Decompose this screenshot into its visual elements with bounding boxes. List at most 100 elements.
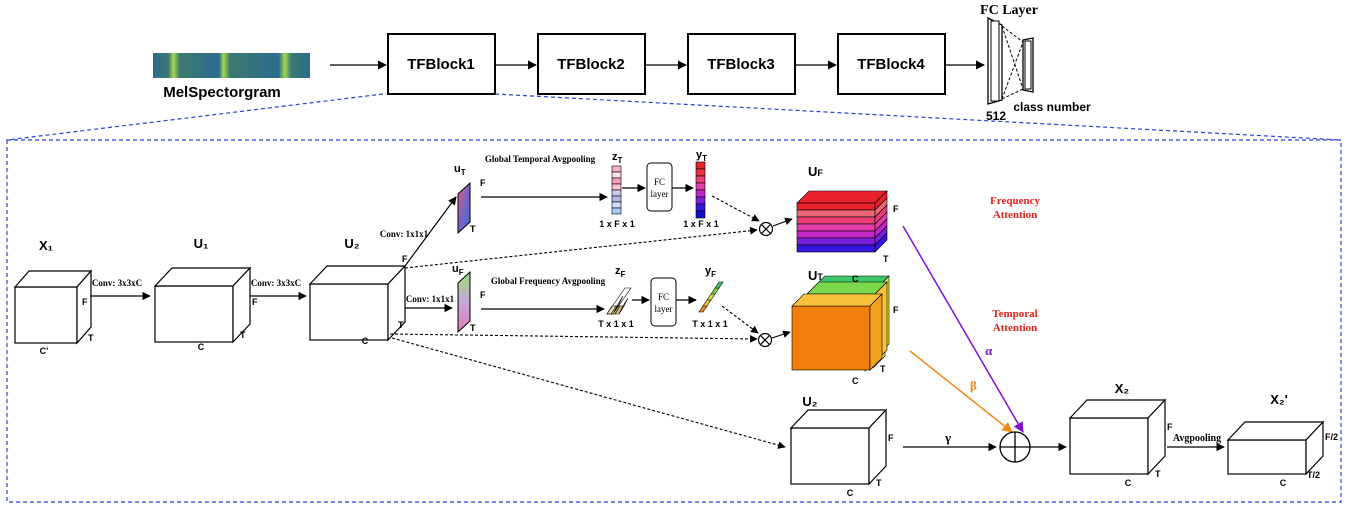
u2-copy-f-label: F	[888, 433, 894, 443]
mel-spectrogram-image	[153, 53, 310, 78]
ut-cube-label: UT	[808, 268, 823, 283]
tfblock-2-label: TFBlock2	[557, 56, 625, 73]
x2-label: X₂	[1115, 381, 1130, 396]
x1-label: X₁	[39, 238, 53, 253]
yf-vector	[698, 281, 724, 313]
ut-label: uT	[454, 163, 466, 177]
tfblock-4-label: TFBlock4	[857, 56, 925, 73]
avgpool-label: Avgpooling	[1173, 433, 1221, 444]
yt-dim-label: 1 x F x 1	[683, 219, 719, 229]
class-number-label: class number	[1013, 100, 1091, 114]
gamma-label: γ	[944, 430, 951, 445]
x2-t-label: T	[1155, 469, 1161, 479]
zf-dim-label: T x 1 x 1	[598, 319, 634, 329]
u2-c-label: C	[362, 336, 369, 346]
conv2-label: Conv: 3x3xC	[251, 278, 301, 288]
conv-ut-label: Conv: 1x1x1	[380, 229, 429, 239]
fc-size-label: 512	[986, 109, 1006, 123]
svg-text:layer: layer	[655, 304, 673, 314]
freq-attention-line2: Attention	[993, 209, 1038, 221]
uf-cube-f-label: F	[893, 204, 899, 214]
u2-cube	[308, 264, 407, 342]
zoom-line-left	[6, 93, 384, 141]
conv-uf-label: Conv: 1x1x1	[406, 294, 455, 304]
uf-f-label: F	[480, 290, 486, 300]
tfblock-1: TFBlock1	[387, 33, 496, 95]
u1-f-label: F	[252, 297, 258, 307]
zt-label: zT	[612, 151, 623, 165]
u2-copy-label: U₂	[802, 394, 817, 409]
temp-attention-line2: Attention	[993, 322, 1038, 334]
arrow-u2-to-temp-mult	[389, 333, 758, 343]
uf-slab	[457, 270, 471, 334]
mel-spectrogram-label: MelSpectorgram	[163, 84, 281, 101]
u1-cube	[153, 266, 252, 344]
arrow-u2-to-u2copy	[391, 337, 786, 449]
zf-label: zF	[615, 265, 626, 279]
gtap-label: Global Temporal Avgpooling	[485, 154, 596, 164]
tfblock-3: TFBlock3	[687, 33, 796, 95]
x2-cube	[1068, 398, 1167, 476]
zt-vector	[611, 165, 622, 215]
x2p-c-label: C	[1280, 478, 1287, 488]
freq-attention-line1: Frequency	[990, 195, 1040, 207]
ut-f-label: F	[480, 178, 486, 188]
tfblock-4: TFBlock4	[837, 33, 946, 95]
x2p-t-label: T/2	[1307, 470, 1320, 480]
ut-slab	[457, 181, 471, 235]
uf-t-label: T	[470, 323, 476, 333]
ut-cube	[791, 275, 890, 372]
zoom-line-right	[494, 93, 1342, 141]
svg-text:FC: FC	[658, 292, 669, 302]
arrow-mult-to-uf	[772, 217, 793, 227]
temp-multiply-op	[757, 332, 773, 348]
u1-label: U₁	[194, 236, 209, 251]
arrow-yt-to-mult	[711, 195, 760, 222]
ut-cube-c-label: C	[852, 376, 859, 386]
ut-t-label: T	[470, 224, 476, 234]
fc-layer: FC Layer 512 class number	[980, 3, 1091, 123]
uf-label: uF	[452, 263, 464, 277]
uf-cube-label: UF	[808, 164, 823, 179]
x2p-f-label: F/2	[1325, 432, 1338, 442]
freq-multiply-op	[758, 221, 774, 237]
zt-dim-label: 1 x F x 1	[599, 219, 635, 229]
tfblock-1-label: TFBlock1	[407, 56, 475, 73]
x1-c-label: C'	[40, 346, 49, 356]
x1-f-label: F	[82, 297, 88, 307]
fc-layer-freq: FC layer	[646, 162, 673, 212]
u1-c-label: C	[198, 342, 205, 352]
svg-text:layer: layer	[651, 189, 669, 199]
x1-cube	[13, 269, 93, 345]
uf-cube	[796, 190, 888, 253]
x2p-label: X₂'	[1270, 392, 1288, 407]
x2-f-label: F	[1167, 422, 1173, 432]
yf-label: yF	[705, 265, 716, 279]
x2-c-label: C	[1125, 478, 1132, 488]
gfap-label: Global Frequency Avgpooling	[491, 276, 606, 286]
alpha-label: α	[985, 343, 993, 358]
temp-attention-line1: Temporal	[992, 308, 1037, 320]
uf-cube-t-label: T	[883, 254, 889, 264]
u2-copy-cube	[789, 408, 888, 486]
u2-copy-t-label: T	[876, 478, 882, 488]
tfblock-detail-frame	[6, 139, 1342, 503]
conv1-label: Conv: 3x3xC	[92, 278, 142, 288]
arrow-yf-to-mult	[721, 305, 759, 334]
yf-dim-label: T x 1 x 1	[692, 319, 728, 329]
ut-cube-t-label: T	[880, 364, 886, 374]
arrow-mult-to-ut	[771, 330, 791, 339]
x2p-cube	[1226, 420, 1325, 476]
u2-copy-c-label: C	[847, 488, 854, 498]
u1-t-label: T	[240, 330, 246, 340]
alpha-connection	[902, 225, 1024, 433]
ut-cube-f-label: F	[893, 305, 899, 315]
tfblock-2: TFBlock2	[537, 33, 646, 95]
zf-vector	[606, 287, 632, 315]
u2-label: U₂	[344, 236, 359, 251]
beta-label: β	[970, 378, 977, 393]
arrow-u2-to-ut	[404, 196, 457, 267]
fc-layer-title: FC Layer	[980, 3, 1038, 18]
arrow-u2-to-freq-mult	[404, 226, 758, 269]
